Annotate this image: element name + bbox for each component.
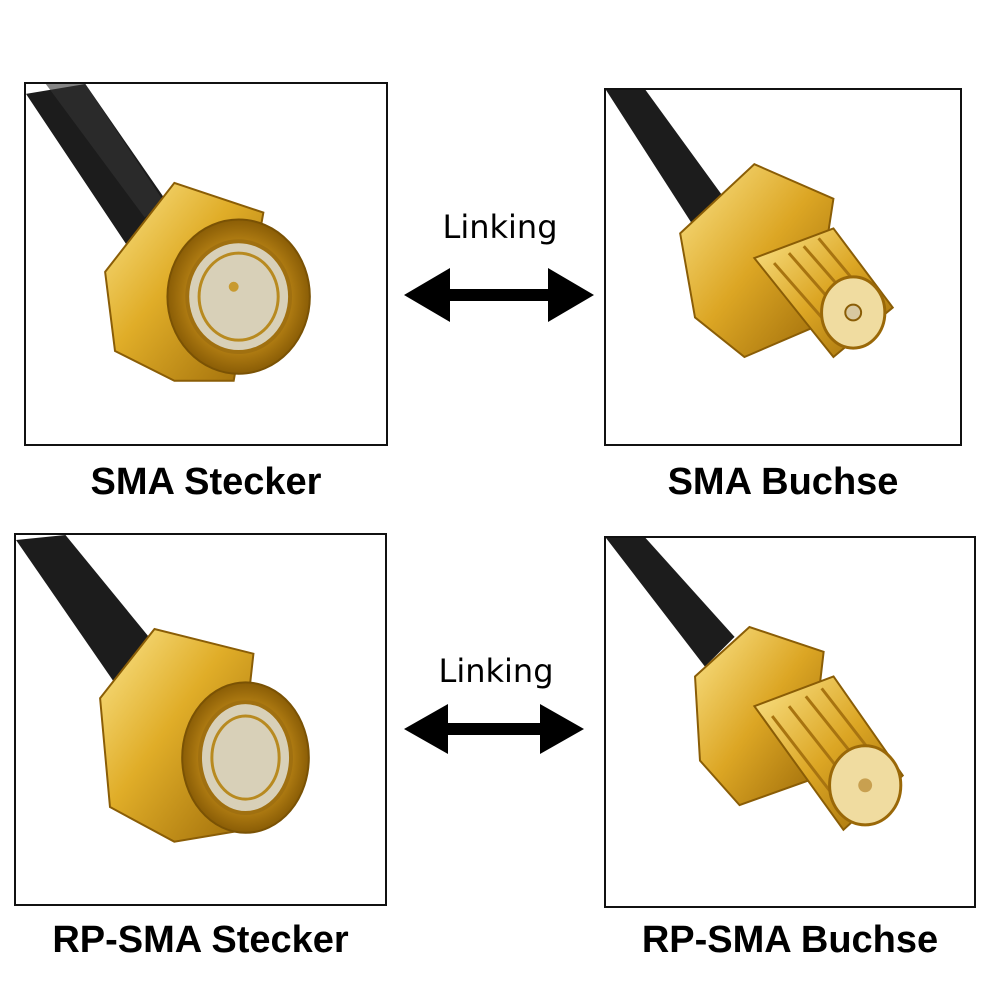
sma-female-jack-image xyxy=(606,90,895,359)
double-arrow-icon xyxy=(404,704,584,754)
link-label-bottom: Linking xyxy=(438,652,554,690)
rp-sma-male-plug-image xyxy=(16,535,310,843)
rp-sma-buchse-photo xyxy=(604,536,976,908)
caption-sma-buchse: SMA Buchse xyxy=(667,461,899,503)
link-label-top: Linking xyxy=(442,208,558,246)
rp-sma-female-jack-image xyxy=(606,538,905,832)
rp-sma-stecker-photo xyxy=(14,533,387,906)
caption-rp-sma-stecker: RP-SMA Stecker xyxy=(52,919,349,961)
caption-sma-stecker: SMA Stecker xyxy=(90,461,322,503)
sma-stecker-photo xyxy=(24,82,388,446)
caption-rp-sma-buchse: RP-SMA Buchse xyxy=(641,919,939,961)
sma-buchse-photo xyxy=(604,88,962,446)
double-arrow-icon xyxy=(404,268,594,322)
sma-male-plug-image xyxy=(26,84,311,382)
